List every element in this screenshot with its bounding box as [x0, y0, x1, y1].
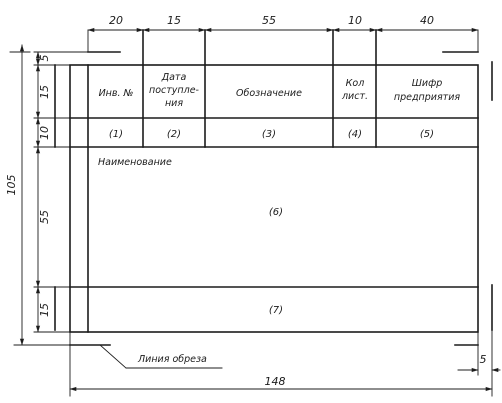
field-5: (5) — [420, 129, 434, 140]
hdr-date-1: Дата — [161, 72, 187, 83]
dim-top-2: 15 — [167, 14, 181, 27]
dim-corner: 5 — [480, 353, 487, 366]
total-width-dimension: 148 — [69, 329, 493, 397]
dim-top-1: 20 — [109, 14, 123, 27]
dim-left-3: 10 — [38, 126, 51, 140]
corner-dimension: 5 — [457, 331, 501, 376]
left-dimension-chain: 5 15 10 55 15 — [33, 51, 89, 333]
total-height-dimension: 10 5 — [5, 44, 71, 346]
cut-line-callout: Линия обреза — [99, 344, 223, 369]
hdr-date-3: ния — [165, 98, 183, 109]
field-3: (3) — [262, 129, 276, 140]
dim-total-height: 105 — [5, 175, 18, 196]
hdr-cipher-1: Шифр — [412, 78, 443, 89]
field-6: (6) — [269, 207, 283, 218]
field-numbers: (1) (2) (3) (4) (5) Наименование (6) (7) — [98, 129, 434, 316]
hdr-sheets-1: Кол — [346, 78, 365, 89]
dim-top-3: 55 — [262, 14, 276, 27]
dim-left-2: 15 — [38, 85, 51, 99]
hdr-sheets-2: лист. — [341, 91, 368, 102]
dim-left-4: 55 — [38, 210, 51, 224]
hdr-cipher-2: предприятия — [394, 92, 460, 103]
form-border — [69, 64, 479, 333]
top-dimension-chain: 20 15 55 10 40 — [87, 14, 479, 30]
field-1: (1) — [109, 129, 123, 140]
cut-line-label: Линия обреза — [137, 354, 207, 365]
field-2: (2) — [167, 129, 181, 140]
dim-left-1: 5 — [38, 55, 51, 62]
form-frame — [54, 51, 493, 346]
field-4: (4) — [348, 129, 362, 140]
field-7: (7) — [269, 305, 283, 316]
dim-total-width: 148 — [265, 375, 286, 388]
name-label: Наименование — [98, 157, 172, 168]
header-grid — [69, 29, 479, 333]
cut-line-leader — [99, 344, 127, 369]
dim-top-5: 40 — [420, 14, 434, 27]
dim-left-5: 15 — [38, 303, 51, 317]
hdr-date-2: поступле- — [149, 85, 200, 96]
hdr-inv-no: Инв. № — [99, 88, 134, 99]
hdr-designation: Обозначение — [236, 88, 302, 99]
dim-top-4: 10 — [348, 14, 362, 27]
header-labels: Инв. № Дата поступле- ния Обозначение Ко… — [99, 72, 461, 109]
